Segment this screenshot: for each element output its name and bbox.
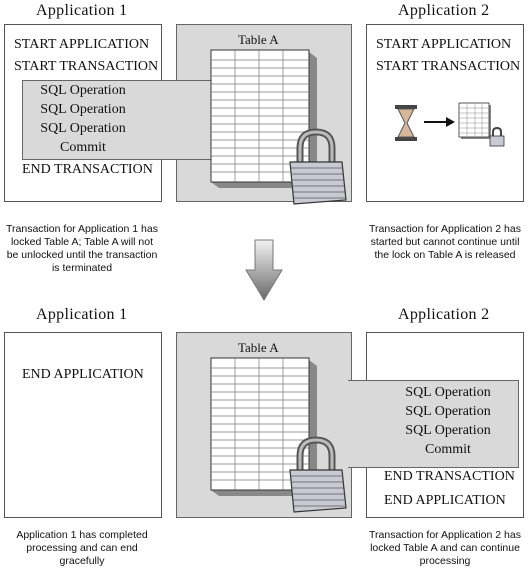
commit-text: Commit [60,140,106,155]
app2-caption-bottom: Transaction for Application 2 has locked… [369,529,521,567]
app1-heading-bottom: Application 1 [36,306,128,323]
padlock-icon [489,126,505,147]
arrow-right-icon [424,117,455,127]
app2-heading-top: Application 2 [398,2,490,19]
app1-panel-bottom [4,332,162,518]
sql-operation-text: SQL Operation [40,83,126,98]
hourglass-icon [395,105,417,141]
start-transaction-text: START TRANSACTION [14,59,159,74]
app2-caption-top: Transaction for Application 2 has starte… [369,223,521,261]
end-transaction-text: END TRANSACTION [22,162,153,177]
start-application-text: START APPLICATION [376,37,512,52]
table-grid-icon [210,357,317,496]
table-a-title-bottom: Table A [238,340,279,355]
padlock-icon [289,436,347,513]
start-application-text: START APPLICATION [14,37,150,52]
table-grid-icon [210,49,317,188]
sql-operation-text: SQL Operation [405,385,491,400]
app1-heading-top: Application 1 [36,2,128,19]
app2-panel-top [366,24,524,202]
table-grid-icon [458,102,491,139]
app1-caption-bottom: Application 1 has completed processing a… [16,529,148,567]
sql-operation-text: SQL Operation [405,423,491,438]
app1-operations-block: SQL Operation SQL Operation SQL Operatio… [22,80,233,160]
start-transaction-text: START TRANSACTION [376,59,521,74]
app2-heading-bottom: Application 2 [398,306,490,323]
end-application-text: END APPLICATION [22,367,144,382]
sql-operation-text: SQL Operation [40,121,126,136]
app1-caption-top: Transaction for Application 1 has locked… [6,223,158,274]
sql-operation-text: SQL Operation [405,404,491,419]
sql-operation-text: SQL Operation [40,102,126,117]
padlock-icon [289,128,347,205]
end-transaction-text: END TRANSACTION [384,469,515,484]
commit-text: Commit [425,442,471,457]
end-application-text: END APPLICATION [384,493,506,508]
table-a-title-top: Table A [238,32,279,47]
down-arrow-icon [245,239,283,301]
app2-operations-block: SQL Operation SQL Operation SQL Operatio… [348,380,519,468]
